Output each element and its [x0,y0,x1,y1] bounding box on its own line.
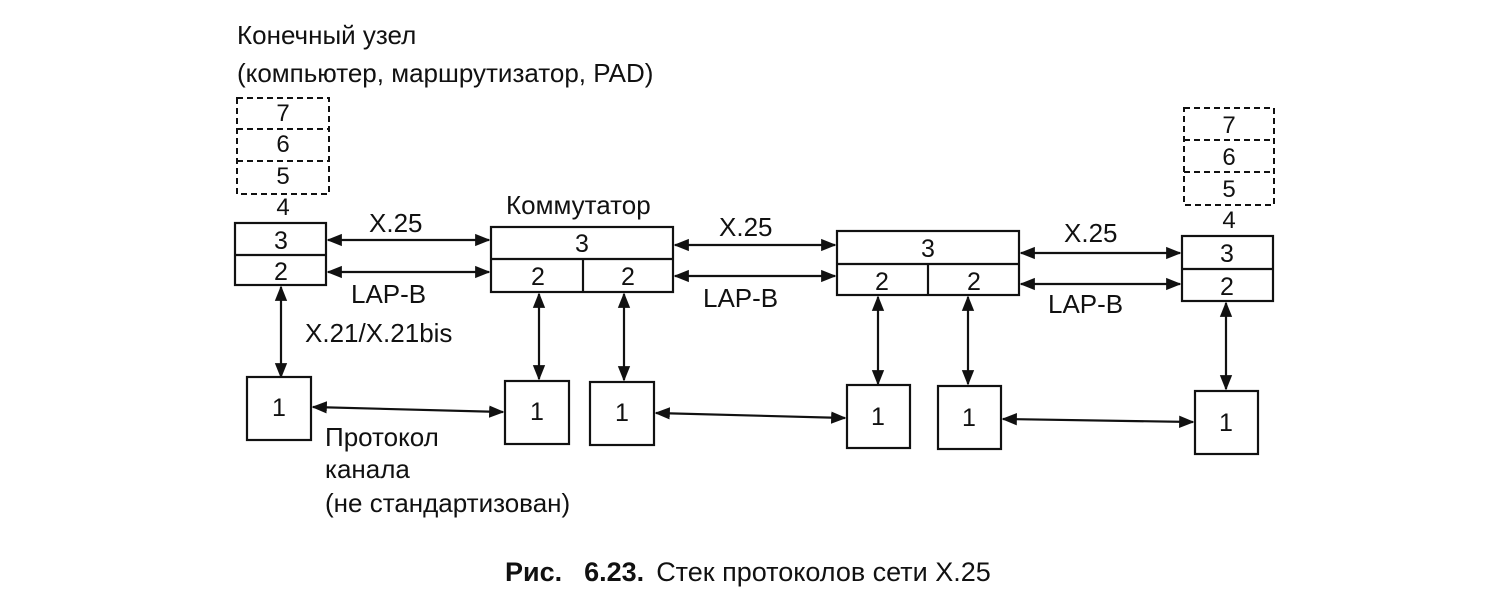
switch-1-layer-2-left: 2 [531,263,545,291]
channel-arrow-2 [654,407,847,424]
phys-s2-right-layer-1: 1 [962,404,976,432]
left-layer-3: 3 [274,227,288,255]
lapb-label-2: LAP-B [703,283,778,313]
left-layer-2: 2 [274,258,288,286]
phys-s2-left-layer-1: 1 [871,403,885,431]
channel-arrow-1 [311,401,505,418]
channel-protocol-line-3: (не стандартизован) [325,488,570,518]
left-layer-4: 4 [276,194,289,221]
right-layer-5: 5 [1222,176,1235,203]
left-layer-5: 5 [276,163,289,190]
x25-label-2: X.25 [719,212,773,242]
switch-1-layer-3: 3 [575,230,589,258]
phys-box-s2-left [845,383,912,450]
lapb-label-1: LAP-B [351,279,426,309]
phys-s1-right-layer-1: 1 [615,399,629,427]
x25-label-3: X.25 [1064,218,1118,248]
phys-right-layer-1: 1 [1219,409,1233,437]
right-layer-4: 4 [1222,207,1235,234]
end-node-title: Конечный узел [237,20,416,50]
figure-caption: Рис. 6.23. Стек протоколов сети X.25 [505,557,991,587]
phys-box-s2-right [936,384,1003,451]
switch-1-layer-2-right: 2 [621,263,635,291]
right-end-node-stack: 7 6 5 4 3 2 [1180,107,1275,303]
right-layer-7: 7 [1222,112,1235,139]
phys-left-layer-1: 1 [272,394,286,422]
caption-prefix: Рис. [505,557,562,587]
left-upper-layers-dashed [236,97,330,195]
phys-s1-left-layer-1: 1 [530,398,544,426]
switch-2-layer-2-right: 2 [967,268,981,296]
caption-text: Стек протоколов сети X.25 [656,557,991,587]
right-upper-layers-dashed [1183,107,1275,206]
right-layer-6: 6 [1222,144,1235,171]
phys-box-left [245,375,313,442]
switch-2-layer-2-left: 2 [875,268,889,296]
caption-number: 6.23. [584,557,644,587]
phys-box-s1-left [503,379,571,446]
left-layer-6: 6 [276,131,289,158]
x25-label-1: X.25 [369,208,423,238]
phys-box-right [1193,389,1260,456]
lapb-label-3: LAP-B [1048,289,1123,319]
channel-arrow-3 [1001,413,1195,428]
left-end-node-stack: 7 6 5 4 3 2 [233,97,330,287]
right-layer-3: 3 [1220,240,1234,268]
end-node-subtitle: (компьютер, маршрутизатор, PAD) [237,58,653,88]
switch-label: Коммутатор [506,190,651,220]
left-layer-7: 7 [276,100,289,127]
switch-1-stack: 3 2 2 [489,225,675,294]
switch-2-stack: 3 2 2 [835,229,1021,297]
x21-label: X.21/X.21bis [305,318,452,348]
phys-box-s1-right [588,380,656,447]
right-layer-2: 2 [1220,273,1234,301]
channel-protocol-line-1: Протокол [325,422,439,452]
switch-2-layer-3: 3 [921,235,935,263]
channel-protocol-line-2: канала [325,454,410,484]
